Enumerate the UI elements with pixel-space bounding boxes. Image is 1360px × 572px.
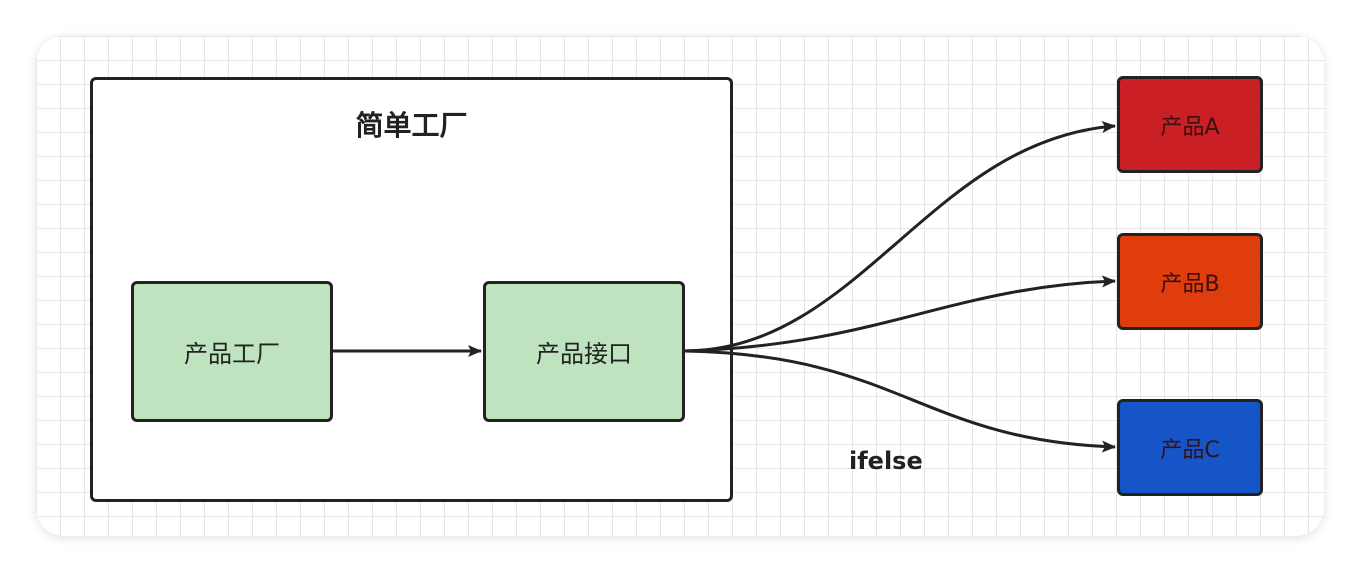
product-b-label: 产品B [1160,271,1220,297]
edge-interface-to-product-c [684,349,1116,453]
ifelse-edge-label: ifelse [849,447,923,475]
product-factory-node[interactable]: 产品工厂 [131,281,333,422]
product-c-node[interactable]: 产品C [1117,399,1263,496]
container-title: 简单工厂 [355,109,468,142]
product-b-node[interactable]: 产品B [1117,233,1263,330]
product-interface-label: 产品接口 [536,340,632,368]
edge-interface-to-product-a [684,121,1116,353]
product-interface-node[interactable]: 产品接口 [483,281,685,422]
product-factory-label: 产品工厂 [184,340,280,368]
product-a-label: 产品A [1160,114,1220,140]
product-c-label: 产品C [1160,437,1220,463]
product-a-node[interactable]: 产品A [1117,76,1263,173]
edge-interface-to-product-b [684,275,1116,353]
